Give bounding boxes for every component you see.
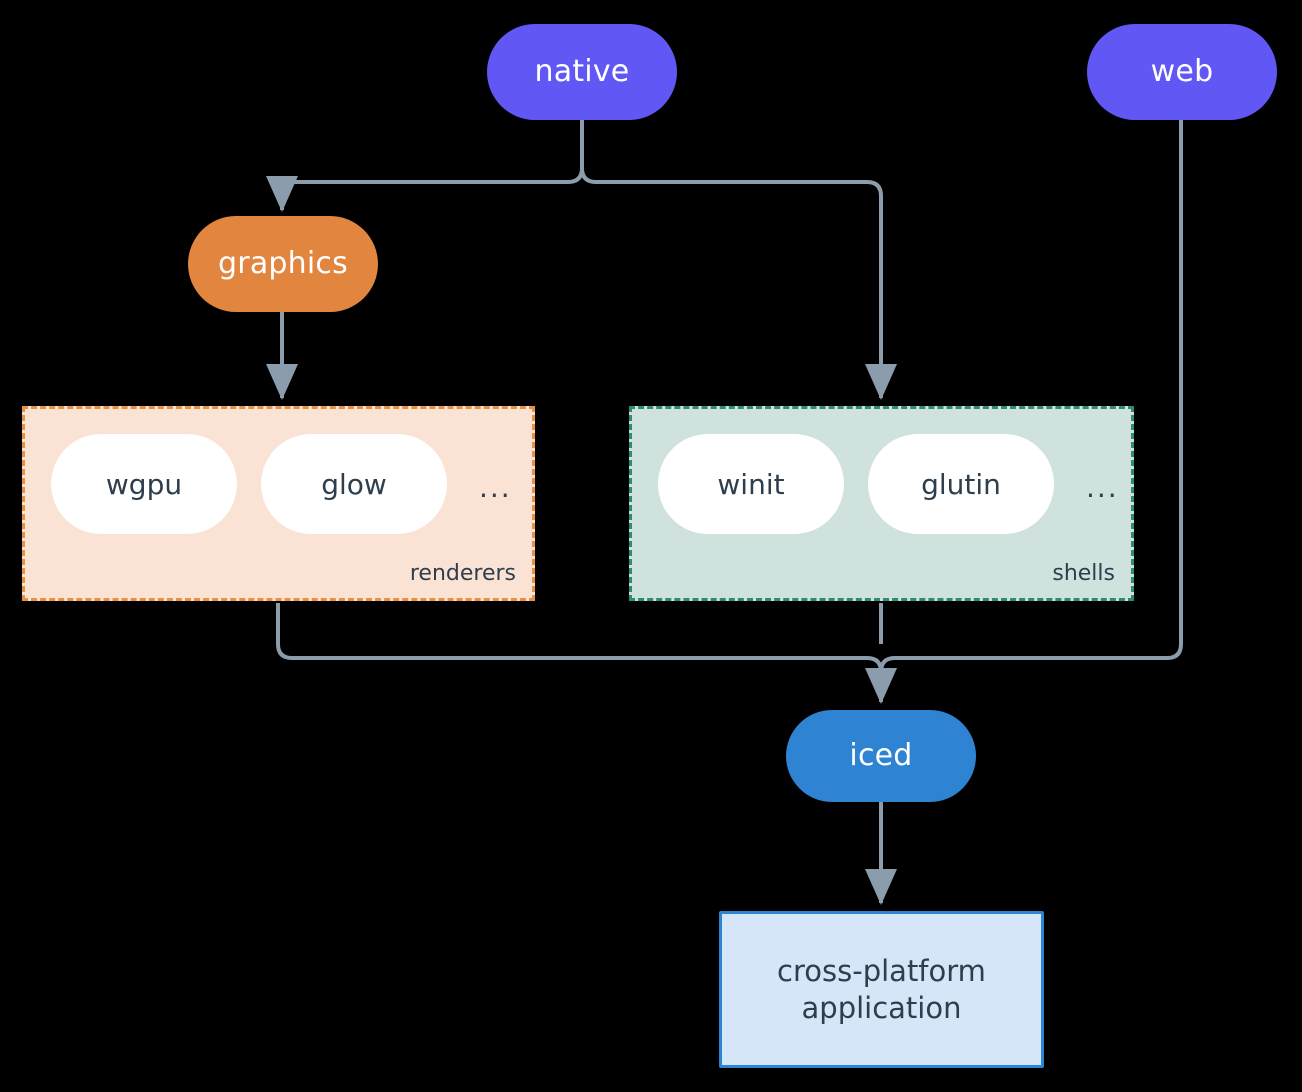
node-wgpu[interactable]: wgpu: [51, 434, 237, 534]
node-native-label: native: [534, 54, 630, 90]
node-native[interactable]: native: [487, 24, 677, 120]
edge-junction-right: [879, 656, 896, 673]
edge-native-left-elbow: [567, 167, 584, 184]
edge-native-split-left: [266, 176, 568, 212]
group-shells-label: shells: [1052, 561, 1115, 586]
node-wgpu-label: wgpu: [105, 467, 183, 501]
edge-native-split: [580, 120, 597, 184]
node-iced-label: iced: [849, 738, 913, 774]
group-renderers-items: wgpu glow ...: [51, 434, 520, 534]
node-winit[interactable]: winit: [658, 434, 844, 534]
node-iced[interactable]: iced: [786, 710, 976, 802]
node-glow-label: glow: [321, 467, 387, 501]
edge-junction-left: [866, 656, 883, 673]
node-web[interactable]: web: [1087, 24, 1277, 120]
node-winit-label: winit: [717, 467, 785, 501]
node-web-label: web: [1150, 54, 1214, 90]
node-graphics-label: graphics: [218, 246, 348, 282]
application-label-line1: cross-platform: [777, 954, 986, 989]
node-glutin[interactable]: glutin: [868, 434, 1054, 534]
edge-native-to-shells: [596, 180, 897, 400]
renderers-ellipsis: ...: [479, 470, 512, 504]
group-renderers[interactable]: wgpu glow ... renderers: [22, 406, 535, 601]
group-renderers-label: renderers: [409, 561, 516, 586]
node-cross-platform-application[interactable]: cross-platform application: [719, 911, 1044, 1068]
shells-ellipsis: ...: [1086, 470, 1119, 504]
group-shells[interactable]: winit glutin ... shells: [629, 406, 1134, 601]
edge-renderers-to-iced: [276, 603, 867, 660]
node-glutin-label: glutin: [921, 467, 1001, 501]
node-graphics[interactable]: graphics: [188, 216, 378, 312]
node-glow[interactable]: glow: [261, 434, 447, 534]
group-shells-items: winit glutin ...: [658, 434, 1127, 534]
application-label-line2: application: [801, 990, 962, 1025]
